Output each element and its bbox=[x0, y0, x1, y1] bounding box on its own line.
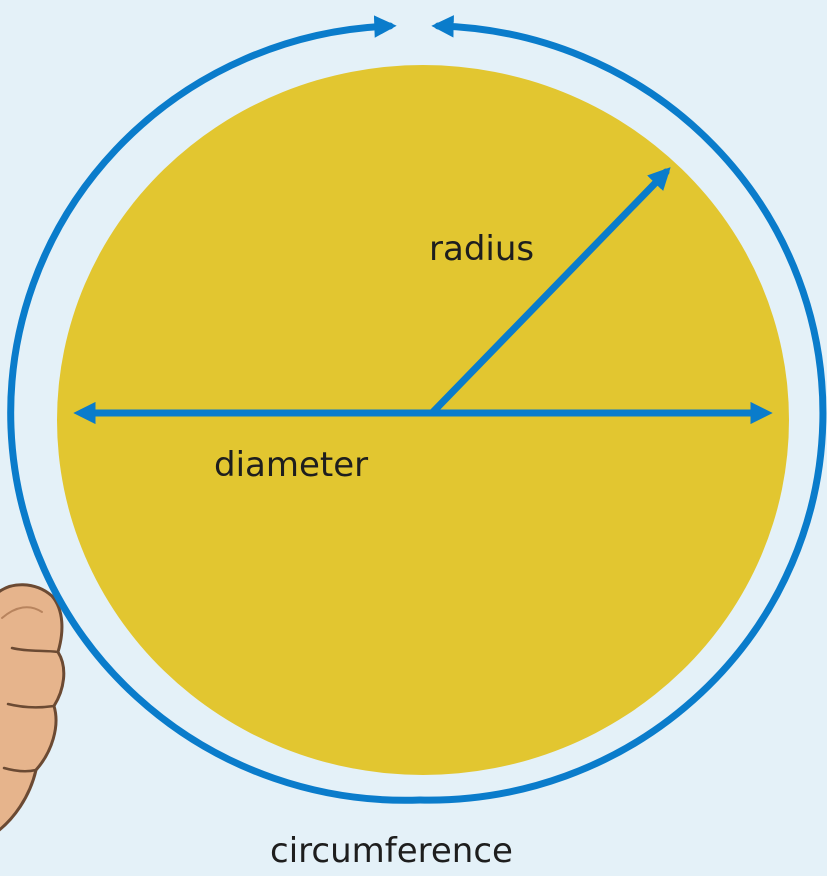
diameter-label: diameter bbox=[214, 445, 368, 485]
radius-arrow bbox=[428, 167, 671, 417]
circle-disc bbox=[57, 65, 789, 775]
radius-label: radius bbox=[429, 229, 534, 269]
hand-icon bbox=[0, 583, 66, 832]
circumference-arrow-left bbox=[7, 15, 424, 804]
circumference-label: circumference bbox=[270, 831, 513, 871]
circumference-arrow-right bbox=[416, 15, 827, 804]
